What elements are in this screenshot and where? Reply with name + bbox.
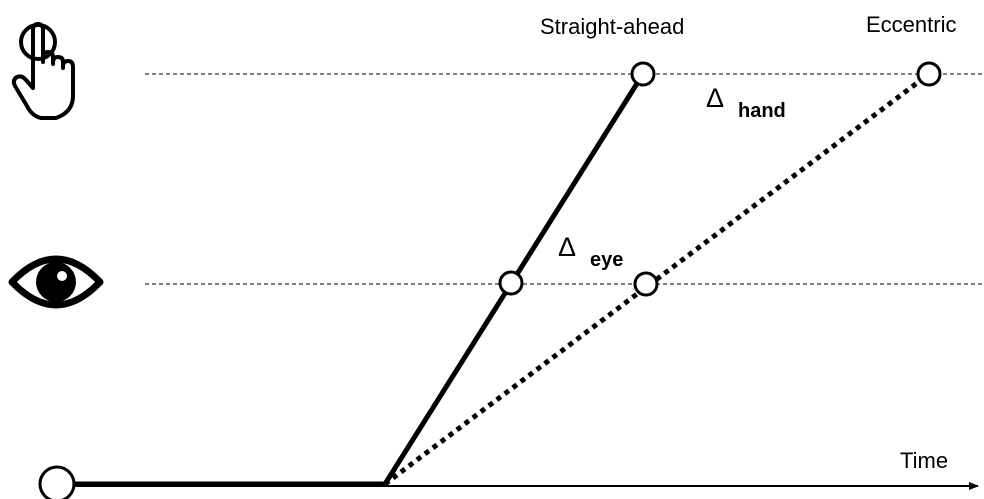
eccentric-eye-marker bbox=[633, 271, 659, 297]
straight-ahead-eye-marker bbox=[498, 270, 524, 296]
eccentric-label: Eccentric bbox=[866, 12, 956, 37]
straight-ahead-label: Straight-ahead bbox=[540, 14, 684, 39]
delta-hand-symbol: Δ bbox=[706, 83, 724, 113]
delta-eye-symbol: Δ bbox=[558, 232, 576, 262]
eccentric-hand-marker bbox=[916, 61, 942, 87]
delta-hand-subscript: hand bbox=[738, 100, 786, 122]
straight-ahead-hand-marker bbox=[630, 61, 656, 87]
pointing-hand-icon bbox=[11, 22, 75, 120]
start-marker bbox=[38, 465, 76, 499]
eye-icon bbox=[8, 255, 104, 309]
delta-eye-subscript: eye bbox=[590, 249, 623, 271]
time-label: Time bbox=[900, 448, 948, 473]
